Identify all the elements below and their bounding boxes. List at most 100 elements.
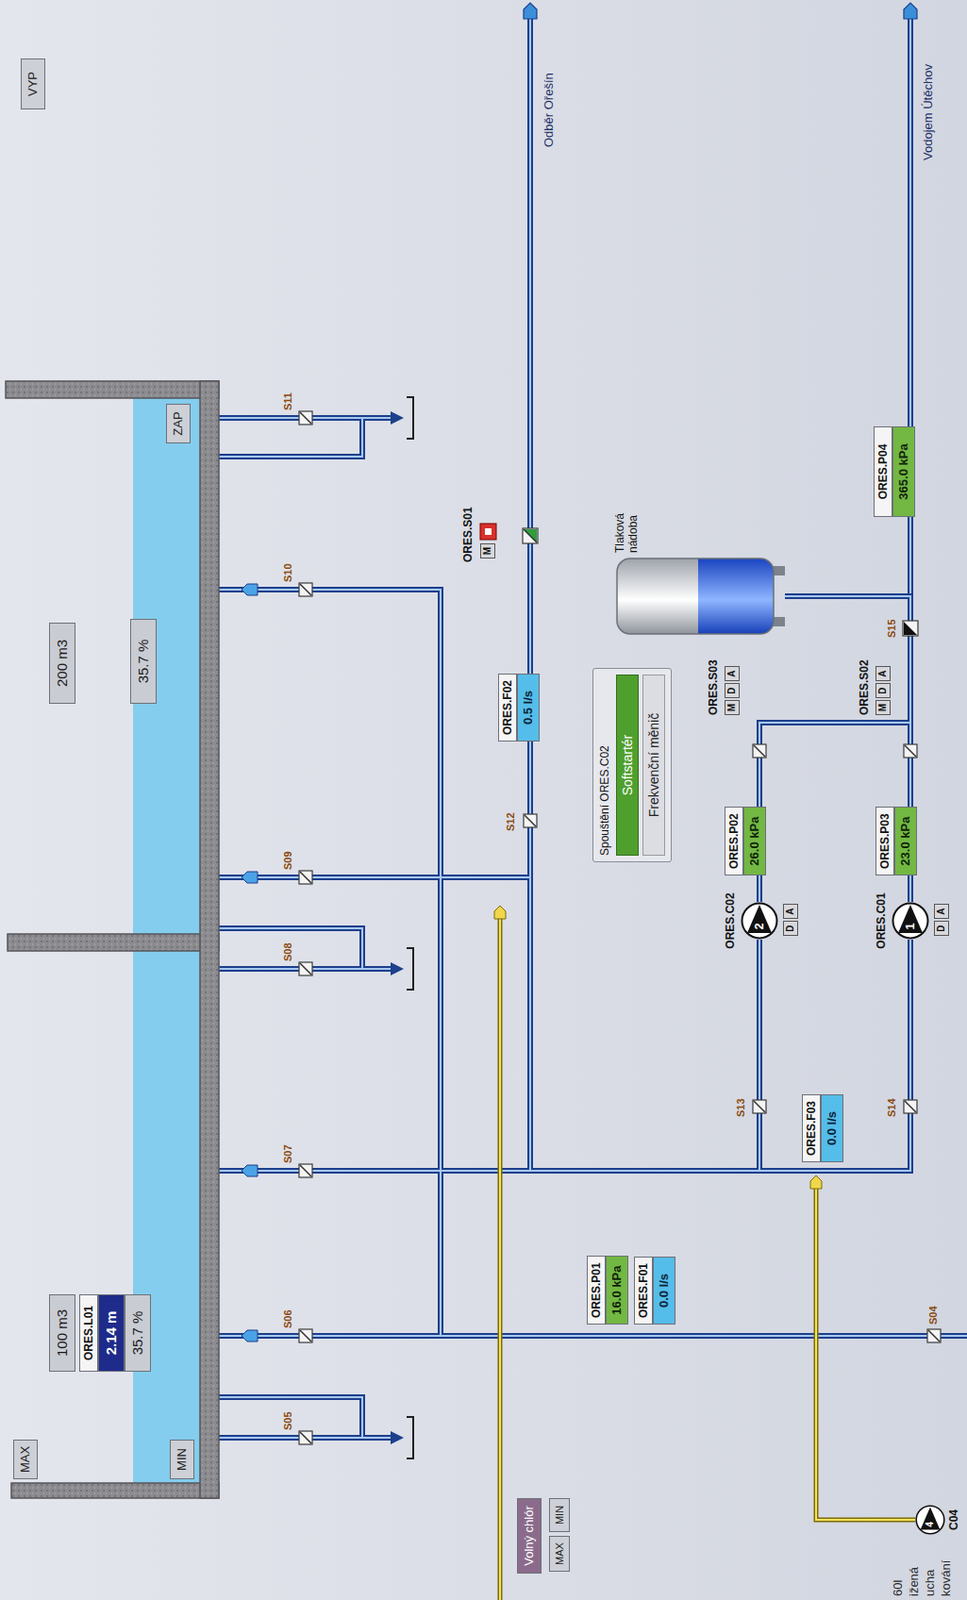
pump-tag: ORES.C01 [873, 892, 889, 949]
tag-box: Volný chlór [516, 1498, 542, 1574]
tag-box: ZAP [166, 403, 191, 444]
drain-brackets [406, 397, 414, 1459]
tag-text: ORES.F03 [801, 1094, 821, 1163]
line-ends [523, 2, 917, 19]
tag-text: VYP [20, 58, 46, 110]
valve-tag: S04 [926, 1305, 940, 1325]
tank-wall [11, 1483, 219, 1499]
valve-tag: S11 [281, 392, 295, 411]
pump-symbol: 2ORES.C02 [740, 901, 779, 940]
pipe-highlight [213, 15, 967, 1438]
pressure-vessel: Tlaková nádoba [615, 556, 785, 636]
valve-symbol [299, 870, 313, 884]
mode-icon: M [724, 700, 740, 716]
tag-box: ORES.F030.0 l/s [801, 1094, 844, 1163]
panel-title: Spouštění ORES.C02 [597, 674, 613, 856]
tank-wall [7, 933, 219, 951]
tag-text: ORES.F01 [633, 1256, 653, 1325]
tag-box: 100 m3 [49, 1294, 76, 1372]
valve-stroke [523, 529, 537, 543]
device-tag: ORES.S03 [705, 659, 721, 716]
mode-icon: D [875, 683, 891, 699]
outlet-nozzle [241, 583, 258, 596]
option-text: Frekvenční měnič [646, 713, 662, 817]
option-text: Softstartér [619, 734, 635, 797]
drain-arrow [390, 411, 404, 425]
tag-text: 35.7 % [130, 618, 157, 704]
valve-body [522, 528, 538, 544]
mode-icon: M [480, 543, 496, 559]
tag-text: ZAP [166, 403, 191, 444]
tag-box: MAX [13, 1439, 38, 1480]
pump-tag: C04 [946, 1509, 962, 1531]
mode-icon: A [783, 903, 799, 919]
device-tag: ORES.S02 [856, 659, 872, 716]
tag-value: 16.0 kPa [605, 1255, 629, 1325]
tag-value: 2.14 m [98, 1294, 125, 1372]
tag-box: ORES.P0116.0 kPa [586, 1255, 629, 1325]
line-destination: Vodojem Útěchov [920, 64, 936, 161]
vessel-shell [616, 558, 774, 634]
pump-impeller [898, 904, 923, 934]
outlet-nozzle [241, 1165, 258, 1177]
tag-text: ORES.L01 [79, 1294, 99, 1372]
tag-box: ORES.F020.5 l/s [498, 673, 540, 742]
tag-text: ORES.P02 [724, 806, 744, 876]
valve-symbol [927, 1329, 941, 1343]
mode-icon: A [724, 666, 740, 682]
tag-box: MIN [549, 1498, 570, 1533]
tag-text: MIN [549, 1498, 570, 1533]
tag-value: 35.7 % [124, 1294, 151, 1372]
vessel-title: Tlaková nádoba [613, 494, 640, 553]
drain-arrows [390, 411, 404, 1445]
chlorine-arrow [810, 1175, 822, 1189]
tag-box: MAX [549, 1535, 570, 1572]
tag-text: ORES.P01 [586, 1255, 606, 1325]
valve-symbol [903, 1100, 917, 1114]
valve-symbol [523, 814, 537, 828]
tag-text: MAX [13, 1439, 38, 1480]
tag-value: 365.0 kPa [892, 426, 916, 517]
valve-tag: S07 [281, 1144, 295, 1164]
valve-open-fill [523, 529, 537, 543]
tag-value: 0.0 l/s [652, 1256, 676, 1325]
valve-symbol [299, 1164, 313, 1178]
tag-box: ORES.F010.0 l/s [633, 1256, 676, 1325]
tank-floor [200, 381, 219, 1499]
mode-icon: D [724, 683, 740, 699]
valve-symbol [299, 962, 313, 976]
pump-casing [893, 903, 929, 939]
mode-icon: A [875, 666, 891, 682]
vessel-water [698, 558, 774, 634]
line-destination: Odběr Ořešín [541, 72, 557, 148]
pump-impeller [747, 904, 772, 934]
fault-icon [480, 523, 497, 540]
tag-box: 35.7 % [130, 618, 157, 704]
vessel-border [616, 558, 774, 634]
check-valve [902, 620, 918, 636]
pipe-connector [759, 596, 911, 902]
tag-box: ORES.P0226.0 kPa [724, 806, 767, 876]
valve-symbol [752, 744, 767, 758]
valve-symbol [299, 1431, 313, 1445]
tag-box: ORES.L012.14 m35.7 % [79, 1294, 151, 1372]
mode-icon: M [875, 700, 891, 716]
mode-icon: A [933, 903, 950, 919]
pump-casing [916, 1505, 945, 1534]
pump-symbol: 4C04 [915, 1504, 946, 1535]
fault-icon-box [480, 523, 497, 540]
tag-value: 23.0 kPa [894, 806, 917, 876]
pipe-connector [784, 596, 911, 902]
valve-tag: S08 [281, 942, 295, 962]
tag-text: 100 m3 [49, 1294, 76, 1372]
outlet-nozzles [241, 583, 258, 1342]
pump-number: 4 [924, 1518, 937, 1530]
chlorine-arrows [494, 905, 822, 1189]
fault-icon-mark [484, 528, 492, 535]
valve-tag: S09 [281, 850, 295, 870]
tag-text: ORES.P03 [875, 806, 895, 876]
tag-box: 200 m3 [49, 622, 76, 704]
pump-symbol: 1ORES.C01 [891, 901, 930, 940]
drain-arrow [390, 1431, 404, 1445]
valve-tag: S14 [884, 1098, 899, 1118]
